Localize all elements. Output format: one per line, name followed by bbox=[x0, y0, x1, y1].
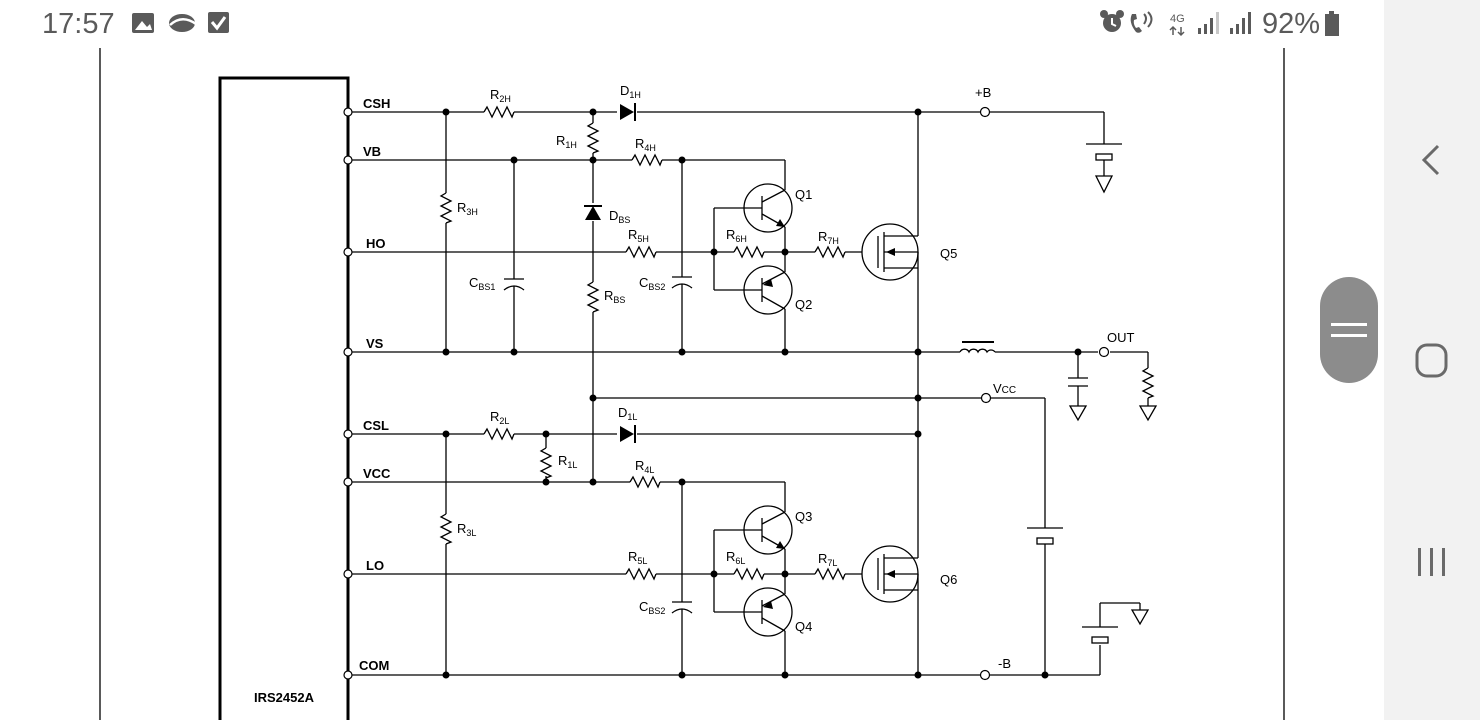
wifi-call-icon bbox=[1130, 11, 1153, 33]
label-r5l: R5L bbox=[628, 549, 647, 566]
label-dbs: DBS bbox=[609, 208, 630, 225]
label-q2: Q2 bbox=[795, 297, 812, 312]
navigation-bar bbox=[1384, 0, 1480, 720]
signal-icon bbox=[1198, 12, 1219, 34]
battery-icon bbox=[1325, 11, 1339, 36]
pin-csh: CSH bbox=[363, 96, 390, 111]
pin-vs: VS bbox=[366, 336, 384, 351]
label-q1: Q1 bbox=[795, 187, 812, 202]
ic-name: IRS2452A bbox=[254, 690, 315, 705]
label-cbs2-low: CBS2 bbox=[639, 599, 665, 616]
label-rbs: RBS bbox=[604, 288, 625, 305]
pin-vcc: VCC bbox=[363, 466, 391, 481]
label-out: OUT bbox=[1107, 330, 1135, 345]
label-q4: Q4 bbox=[795, 619, 812, 634]
label-r4l: R4L bbox=[635, 458, 654, 475]
label-r7l: R7L bbox=[818, 551, 837, 568]
label-r4h: R4H bbox=[635, 136, 656, 153]
pin-ho: HO bbox=[366, 236, 386, 251]
label-r3l: R3L bbox=[457, 521, 476, 538]
alarm-icon bbox=[1100, 10, 1124, 32]
checkbox-icon bbox=[208, 12, 229, 33]
circuit-schematic: CSH VB HO VS CSL VCC LO COM IRS2452A R2H… bbox=[99, 48, 1285, 720]
label-q3: Q3 bbox=[795, 509, 812, 524]
signal-icon bbox=[1230, 12, 1251, 34]
home-icon[interactable] bbox=[1415, 343, 1448, 378]
gallery-icon bbox=[132, 13, 154, 33]
cloud-icon bbox=[169, 14, 197, 32]
label-r6l: R6L bbox=[726, 549, 745, 566]
label-q6: Q6 bbox=[940, 572, 957, 587]
pin-csl: CSL bbox=[363, 418, 389, 433]
label-plus-b: +B bbox=[975, 85, 991, 100]
label-d1l: D1L bbox=[618, 405, 637, 422]
drag-handle[interactable] bbox=[1318, 275, 1388, 385]
pin-vb: VB bbox=[363, 144, 381, 159]
label-r1h: R1H bbox=[556, 133, 577, 150]
label-d1h: D1H bbox=[620, 83, 641, 100]
recents-icon[interactable] bbox=[1418, 548, 1445, 576]
label-q5: Q5 bbox=[940, 246, 957, 261]
battery-percent: 92% bbox=[1262, 8, 1321, 40]
4g-data-icon: 4G bbox=[1169, 13, 1185, 37]
clock: 17:57 bbox=[42, 8, 115, 40]
status-icons: 4G bbox=[132, 10, 1339, 37]
pin-com: COM bbox=[359, 658, 389, 673]
label-cbs2-high: CBS2 bbox=[639, 275, 665, 292]
label-r7h: R7H bbox=[818, 229, 839, 246]
svg-text:4G: 4G bbox=[1170, 13, 1185, 25]
label-r1l: R1L bbox=[558, 453, 577, 470]
label-minus-b: -B bbox=[998, 656, 1011, 671]
label-r3h: R3H bbox=[457, 200, 478, 217]
status-bar: 17:57 4G bbox=[0, 0, 1384, 48]
label-r5h: R5H bbox=[628, 227, 649, 244]
label-r2l: R2L bbox=[490, 409, 509, 426]
back-icon[interactable] bbox=[1404, 130, 1460, 190]
label-cbs1: CBS1 bbox=[469, 275, 495, 292]
pin-lo: LO bbox=[366, 558, 384, 573]
label-vcc-node: VCC bbox=[993, 381, 1016, 396]
label-r6h: R6H bbox=[726, 227, 747, 244]
label-r2h: R2H bbox=[490, 87, 511, 104]
